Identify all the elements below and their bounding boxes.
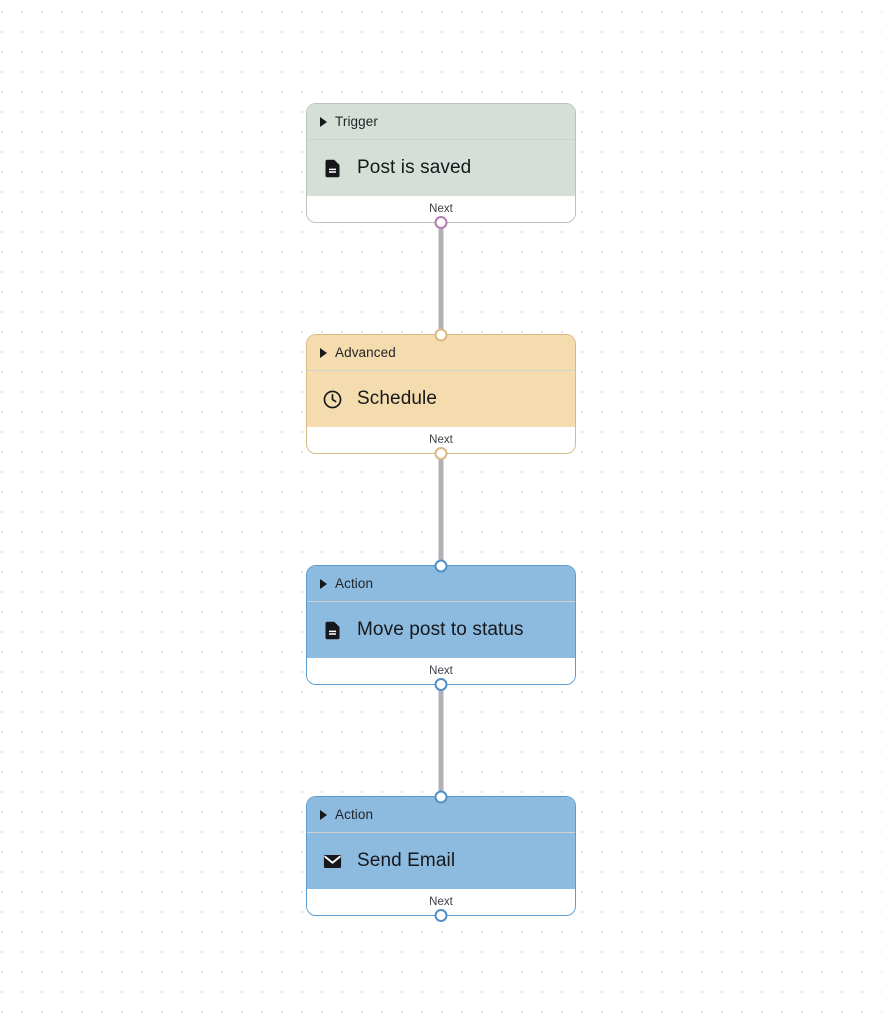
node-body-trigger[interactable]: Post is saved xyxy=(307,140,575,196)
node-handle-target-action-move[interactable] xyxy=(434,559,448,573)
node-divider xyxy=(307,139,575,140)
document-icon xyxy=(321,157,343,179)
workflow-node-action-send-email[interactable]: Action Send Email Next xyxy=(306,790,576,922)
node-handle-source-advanced[interactable] xyxy=(434,446,448,460)
clock-icon xyxy=(321,388,343,410)
node-category-label: Advanced xyxy=(335,345,396,360)
node-handle-source-trigger[interactable] xyxy=(434,215,448,229)
node-title: Post is saved xyxy=(357,157,472,178)
node-category-label: Trigger xyxy=(335,114,378,129)
node-handle-target-advanced[interactable] xyxy=(434,328,448,342)
node-body-action-move[interactable]: Move post to status xyxy=(307,602,575,658)
node-divider xyxy=(307,832,575,833)
node-handle-source-action-move[interactable] xyxy=(434,677,448,691)
chevron-right-icon[interactable] xyxy=(320,347,327,358)
chevron-right-icon[interactable] xyxy=(320,809,327,820)
node-divider xyxy=(307,601,575,602)
node-category-label: Action xyxy=(335,807,374,822)
node-title: Send Email xyxy=(357,850,456,871)
document-icon xyxy=(321,619,343,641)
envelope-icon xyxy=(321,850,343,872)
node-title: Move post to status xyxy=(357,619,524,640)
node-body-advanced[interactable]: Schedule xyxy=(307,371,575,427)
node-handle-target-action-email[interactable] xyxy=(434,790,448,804)
node-handle-source-action-email[interactable] xyxy=(434,908,448,922)
node-category-label: Action xyxy=(335,576,374,591)
workflow-node-action-move-post[interactable]: Action Move post to status Next xyxy=(306,559,576,691)
node-title: Schedule xyxy=(357,388,438,409)
workflow-node-advanced[interactable]: Advanced Schedule Next xyxy=(306,328,576,460)
workflow-node-trigger[interactable]: Trigger Post is saved Next xyxy=(306,103,576,229)
chevron-right-icon[interactable] xyxy=(320,116,327,127)
node-body-action-email[interactable]: Send Email xyxy=(307,833,575,889)
node-divider xyxy=(307,370,575,371)
node-header-trigger[interactable]: Trigger xyxy=(307,104,575,139)
chevron-right-icon[interactable] xyxy=(320,578,327,589)
